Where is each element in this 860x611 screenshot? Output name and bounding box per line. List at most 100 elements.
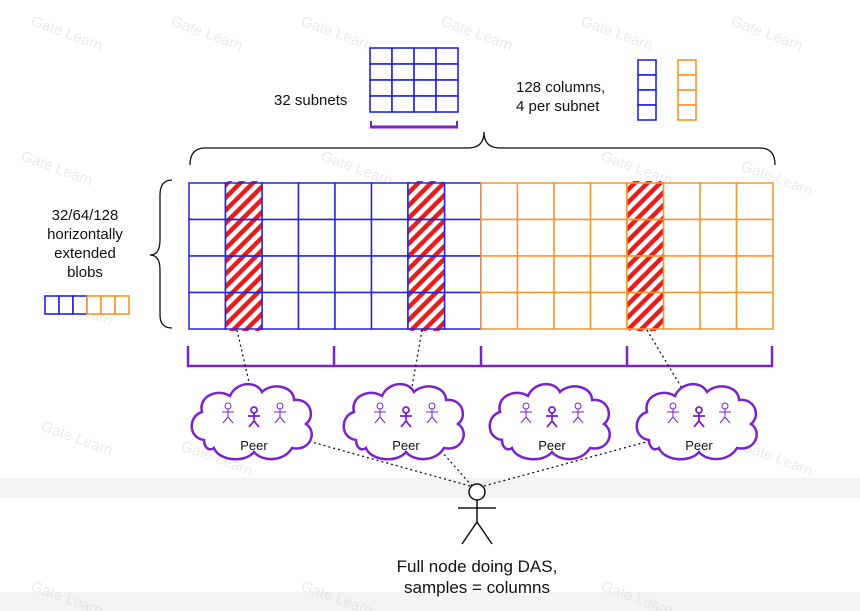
sampling-line — [646, 329, 696, 411]
peer-person-icon — [222, 402, 234, 424]
matrix-cell — [443, 255, 482, 294]
matrix-cell — [188, 255, 227, 294]
matrix-cell — [480, 255, 519, 294]
blobs-label-line3: extended — [54, 245, 116, 262]
matrix-cell — [553, 255, 592, 294]
matrix-cell — [516, 291, 555, 330]
matrix-cell — [370, 218, 409, 257]
subnet-cell — [413, 95, 437, 113]
watermark-text: Gate Learn — [29, 578, 105, 611]
subnet-cell — [391, 47, 415, 65]
peer-person-icon — [667, 402, 679, 424]
matrix-cell — [188, 291, 227, 330]
watermark-text: Gate Learn — [29, 13, 105, 55]
matrix-cell — [589, 182, 628, 221]
subnet-cell — [435, 79, 459, 97]
matrix-cell-outline — [626, 291, 665, 330]
matrix-cell — [261, 255, 300, 294]
matrix-cell — [334, 218, 373, 257]
matrix-cell — [370, 291, 409, 330]
blobs-label-line2: horizontally — [47, 226, 123, 243]
full-node-figure — [458, 483, 496, 545]
matrix-cell — [480, 182, 519, 221]
matrix-cell — [443, 182, 482, 221]
matrix-cell — [699, 182, 738, 221]
matrix-cell — [553, 291, 592, 330]
legend-cell — [86, 295, 102, 315]
subnet-cell — [369, 63, 393, 81]
sampling-line — [407, 329, 423, 411]
matrix-cell — [553, 182, 592, 221]
matrix-cell — [443, 291, 482, 330]
matrix-cell — [297, 255, 336, 294]
background-band — [0, 592, 860, 611]
subnet-cell — [413, 63, 437, 81]
subnet-cell — [435, 63, 459, 81]
peer-person-icon — [426, 402, 438, 424]
matrix-cell — [516, 218, 555, 257]
matrix-cell — [188, 182, 227, 221]
matrix-cell-outline — [407, 291, 446, 330]
peer-person-icon — [719, 402, 731, 424]
subnet-cell — [391, 95, 415, 113]
matrix-cell-outline — [224, 291, 263, 330]
top-brace — [189, 131, 776, 166]
peer-person-icon — [520, 402, 532, 424]
matrix-cell — [334, 182, 373, 221]
column-cell — [637, 59, 657, 76]
matrix-cell — [735, 218, 774, 257]
matrix-cell — [480, 291, 519, 330]
peer-person-icon — [400, 406, 412, 428]
column-cell — [677, 104, 697, 121]
matrix-cell — [735, 182, 774, 221]
column-cell — [637, 89, 657, 106]
blob-matrix — [188, 181, 774, 331]
matrix-cell — [261, 218, 300, 257]
subnet-brackets — [186, 346, 774, 368]
matrix-cell — [662, 218, 701, 257]
matrix-cell — [334, 255, 373, 294]
matrix-cell — [589, 291, 628, 330]
matrix-cell — [699, 291, 738, 330]
full-node-label-line1: Full node doing DAS, — [396, 557, 558, 576]
column-cell — [637, 74, 657, 91]
column-icons — [637, 59, 697, 121]
columns-label-line1: 128 columns, — [516, 79, 606, 96]
subnet-grid-icon — [369, 47, 459, 113]
matrix-cell — [589, 218, 628, 257]
subnet-cell — [435, 47, 459, 65]
matrix-cell — [261, 182, 300, 221]
matrix-cell — [662, 182, 701, 221]
peer-person-icon — [274, 402, 286, 424]
column-cell — [637, 104, 657, 121]
peer-person-icon — [248, 406, 260, 428]
blobs-label-line4: blobs — [67, 264, 103, 281]
peer-label-1: Peer — [240, 438, 268, 453]
legend-cell — [58, 295, 74, 315]
matrix-cell — [516, 182, 555, 221]
watermark-text: Gate Learn — [169, 13, 245, 55]
subnet-cell — [391, 79, 415, 97]
matrix-cell — [261, 291, 300, 330]
columns-label-line2: 4 per subnet — [516, 98, 600, 115]
peer-person-icon — [546, 406, 558, 428]
matrix-cell — [662, 291, 701, 330]
matrix-cell — [735, 291, 774, 330]
subnet-cell — [413, 47, 437, 65]
matrix-cell — [699, 255, 738, 294]
matrix-cell — [589, 255, 628, 294]
matrix-cell — [516, 255, 555, 294]
subnet-cell — [413, 79, 437, 97]
peer-person-icon — [572, 402, 584, 424]
blobs-label-line1: 32/64/128 — [51, 207, 119, 224]
watermark-text: Gate Learn — [19, 148, 95, 190]
sampling-line — [483, 429, 691, 487]
matrix-cell — [443, 218, 482, 257]
peer-label-2: Peer — [392, 438, 420, 453]
legend-cell — [72, 295, 88, 315]
subnet-cell — [435, 95, 459, 113]
matrix-cell — [735, 255, 774, 294]
matrix-cell — [297, 291, 336, 330]
left-brace — [149, 179, 173, 329]
matrix-cell — [480, 218, 519, 257]
